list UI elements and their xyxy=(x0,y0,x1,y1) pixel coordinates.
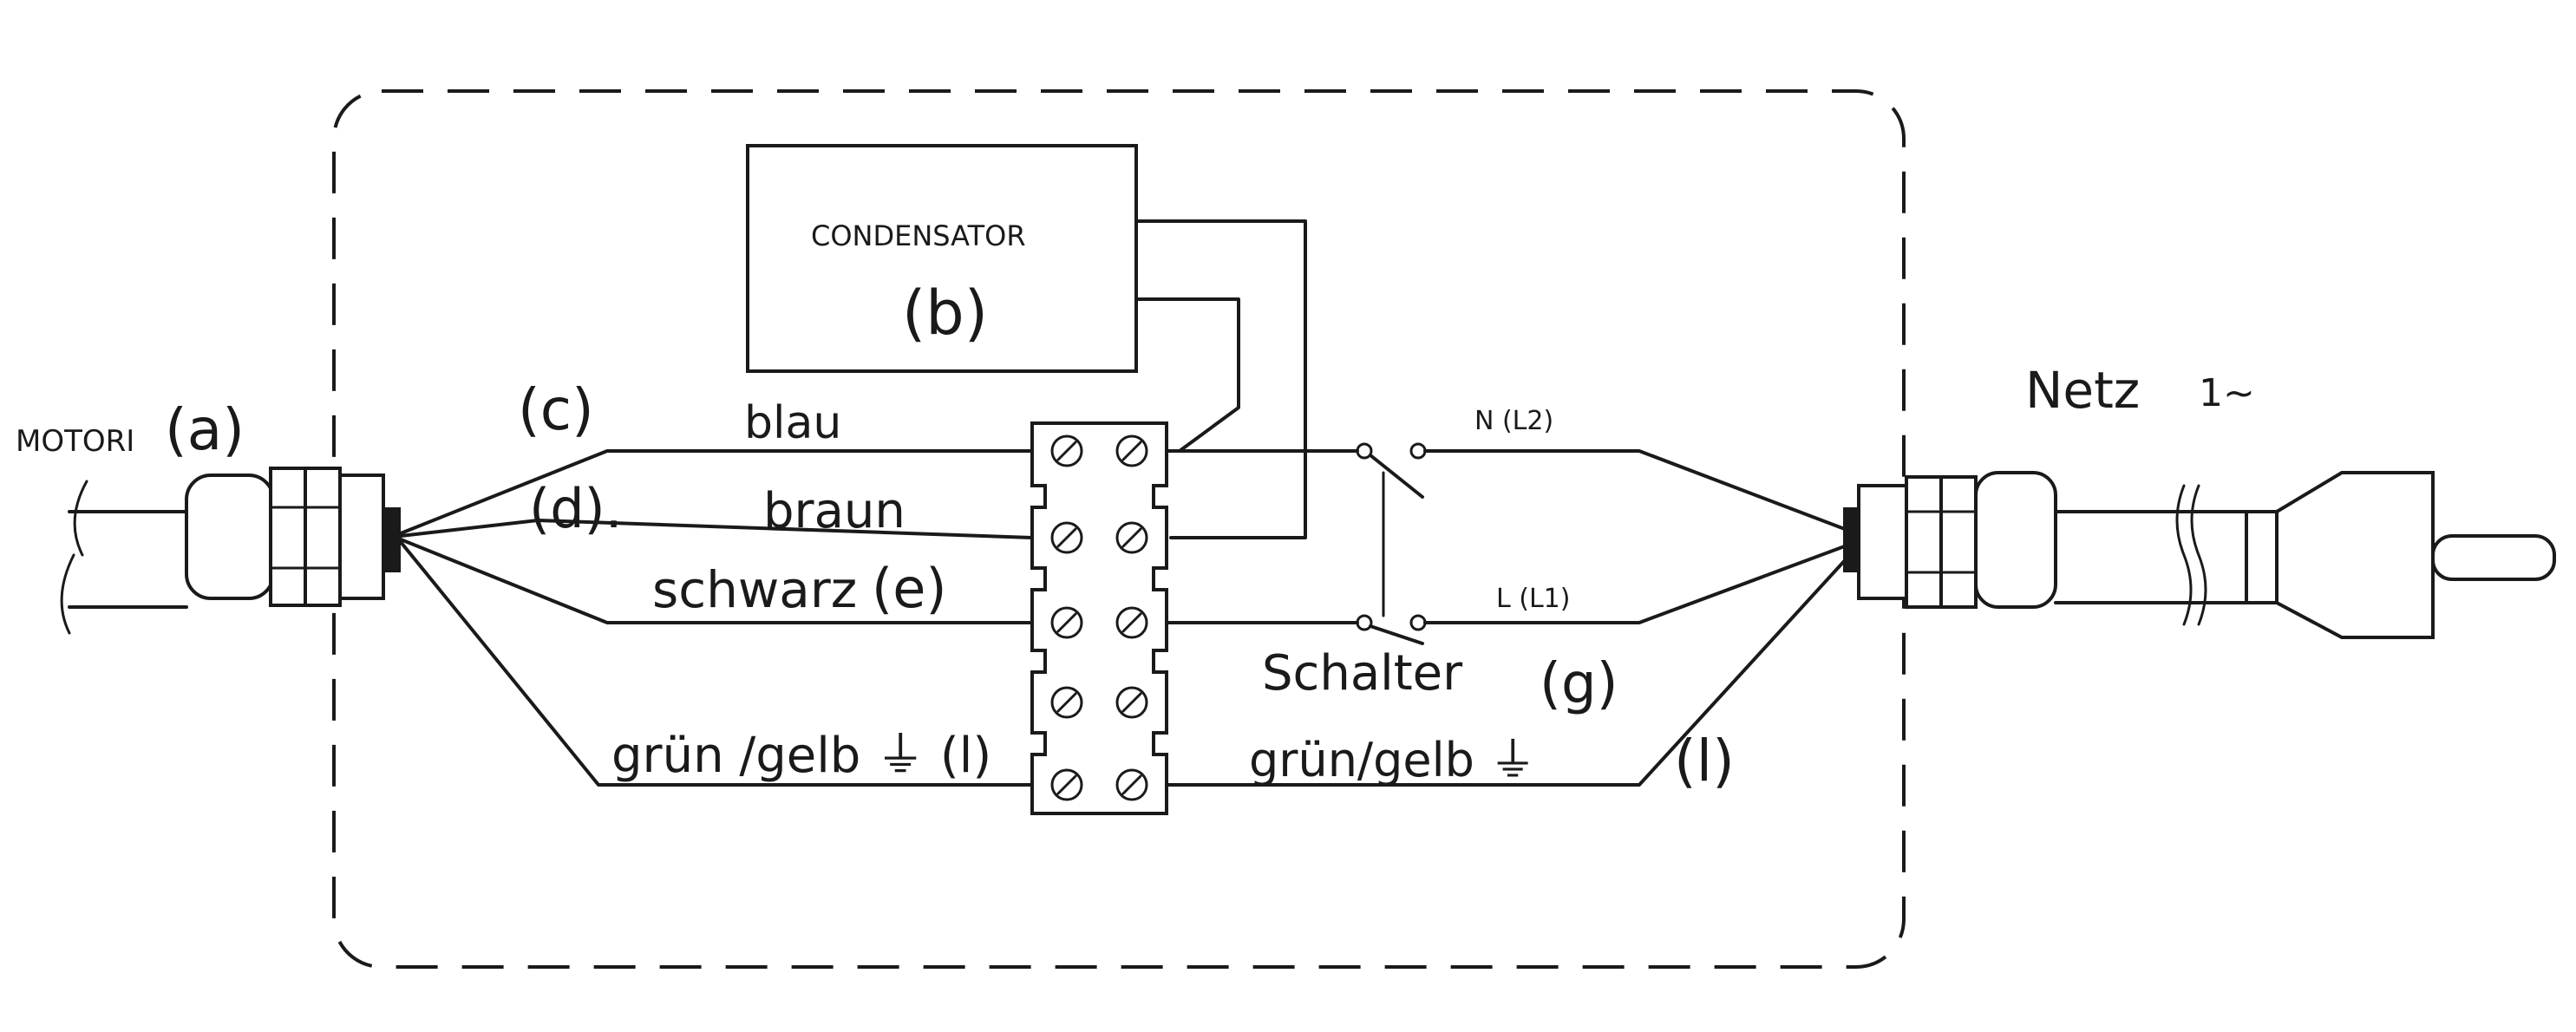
label-c: (c) xyxy=(518,376,594,443)
label-g: (g) xyxy=(1540,652,1618,716)
motor-wires xyxy=(399,449,1034,787)
switch-wiring xyxy=(1165,442,1858,787)
label-b: (b) xyxy=(902,278,988,349)
n-l2-label: N (L2) xyxy=(1474,406,1553,436)
wire-label-schwarz: schwarz xyxy=(652,560,857,619)
terminal-screws xyxy=(1050,434,1148,801)
label-l-right: (l) xyxy=(1674,728,1735,794)
label-e: (e) xyxy=(872,557,947,620)
wire-label-gruen-gelb-left: grün /gelb ⏚ (l) xyxy=(611,728,991,784)
wire-label-braun: braun xyxy=(763,483,906,539)
label-a: (a) xyxy=(165,396,245,463)
terminal-block xyxy=(1030,421,1168,815)
mains-cable xyxy=(2054,484,2248,626)
l-l1-label: L (L1) xyxy=(1496,584,1570,614)
motor-label: MOTORI xyxy=(16,424,134,459)
motor-cable xyxy=(60,480,188,635)
condensator-leads xyxy=(1134,219,1307,539)
wire-label-gruen-gelb-right: grün/gelb ⏚ xyxy=(1249,733,1536,787)
mains-plug-icon xyxy=(2245,471,2556,639)
cable-gland-right xyxy=(1843,471,2057,609)
netz-label: Netz xyxy=(2025,361,2140,420)
condensator-label: CONDENSATOR xyxy=(811,219,1026,252)
label-d: (d). xyxy=(529,477,622,540)
single-phase-label: 1~ xyxy=(2199,371,2255,415)
condensator-box xyxy=(746,144,1138,373)
schalter-label: Schalter xyxy=(1262,645,1463,702)
cable-gland-left xyxy=(185,467,401,607)
wire-label-blau: blau xyxy=(744,397,841,449)
